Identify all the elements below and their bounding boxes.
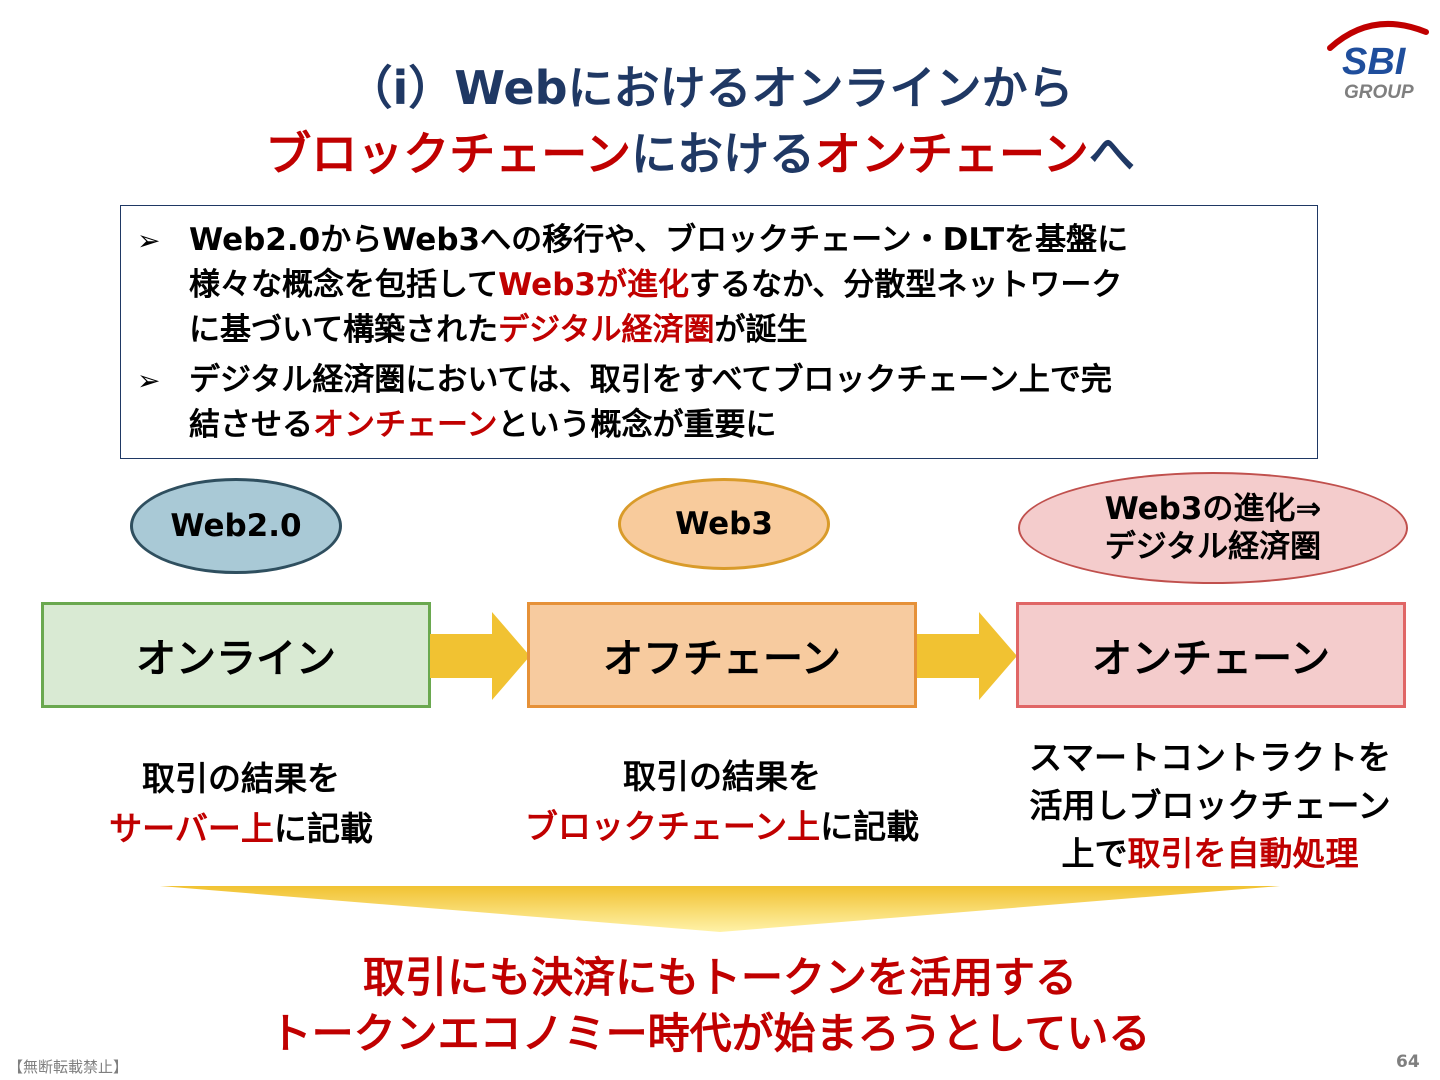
conclusion-line-2: トークンエコノミー時代が始まろうとしている	[269, 1009, 1151, 1058]
copyright-note: 【無断転載禁止】	[8, 1058, 129, 1076]
title-line-1: （i）Webにおけるオンラインから	[346, 61, 1074, 115]
title-onchain: オンチェーン	[815, 127, 1089, 181]
onchain-description: スマートコントラクトを 活用しブロックチェーン 上で取引を自動処理	[1028, 738, 1391, 873]
auto-processing-highlight: 取引を自動処理	[1127, 834, 1359, 873]
stage-onchain-label: オンチェーン	[1092, 636, 1330, 682]
right-arrow-icon	[917, 612, 1017, 700]
era-digital-economy-oval: Web3の進化⇒ デジタル経済圏	[1018, 472, 1408, 584]
title-niokeru: における	[631, 127, 815, 181]
right-arrow-icon	[430, 612, 530, 700]
title-line-2: ブロックチェーンにおけるオンチェーンへ	[0, 126, 1420, 182]
svg-text:GROUP: GROUP	[1344, 82, 1414, 103]
bullet-2-line-1: デジタル経済圏においては、取引をすべてブロックチェーン上で完	[189, 362, 1112, 398]
era-digital-label-1: Web3の進化⇒	[1104, 491, 1322, 527]
era-web3-label: Web3	[675, 506, 773, 542]
offchain-description: 取引の結果を ブロックチェーン上に記載	[524, 757, 920, 846]
online-description: 取引の結果を サーバー上に記載	[109, 759, 373, 848]
svg-text:SBI: SBI	[1342, 41, 1407, 83]
down-arrow-icon	[160, 886, 1280, 932]
server-highlight: サーバー上	[109, 809, 274, 848]
title-blockchain: ブロックチェーン	[265, 127, 631, 181]
stage-onchain-box: オンチェーン	[1016, 602, 1406, 708]
bullet-1-line-3: に基づいて構築されたデジタル経済圏が誕生	[189, 312, 808, 348]
bullet-arrow-icon: ➢	[137, 224, 161, 257]
conclusion-line-1: 取引にも決済にもトークンを活用する	[362, 953, 1077, 1002]
stage-offchain-label: オフチェーン	[603, 636, 841, 682]
era-web2-oval: Web2.0	[130, 478, 342, 574]
bullet-arrow-icon: ➢	[137, 364, 161, 397]
digital-economy-highlight: デジタル経済圏	[498, 312, 715, 348]
stage-online-label: オンライン	[136, 636, 336, 682]
bullet-1-line-2: 様々な概念を包括してWeb3が進化するなか、分散型ネットワーク	[189, 267, 1123, 303]
bullet-2-line-2: 結させるオンチェーンという概念が重要に	[189, 407, 777, 443]
onchain-highlight: オンチェーン	[313, 407, 498, 443]
era-web2-label: Web2.0	[170, 508, 302, 544]
blockchain-highlight: ブロックチェーン上	[524, 807, 821, 846]
sbi-group-logo: SBI GROUP	[1322, 18, 1432, 108]
sbi-logo-graphic: SBI GROUP	[1327, 20, 1429, 103]
bullet-1-line-1: Web2.0からWeb3への移行や、ブロックチェーン・DLTを基盤に	[189, 222, 1129, 258]
stage-online-box: オンライン	[41, 602, 431, 708]
title-he: へ	[1088, 127, 1135, 181]
web3-evolution-highlight: Web3が進化	[498, 267, 689, 303]
summary-box: ➢ Web2.0からWeb3への移行や、ブロックチェーン・DLTを基盤に 様々な…	[120, 205, 1318, 459]
era-digital-label-2: デジタル経済圏	[1104, 529, 1322, 565]
stage-offchain-box: オフチェーン	[527, 602, 917, 708]
era-web3-oval: Web3	[618, 478, 830, 570]
page-number: 64	[1396, 1052, 1420, 1072]
